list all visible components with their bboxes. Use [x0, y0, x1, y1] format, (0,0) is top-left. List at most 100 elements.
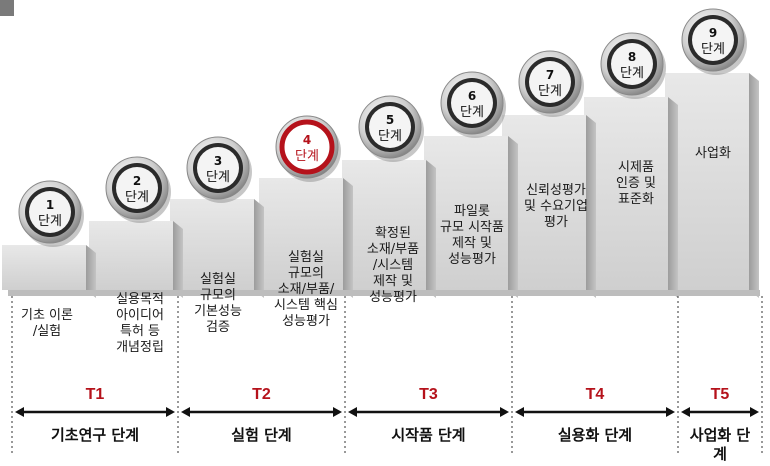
- description-line: 소재/부품: [366, 242, 420, 257]
- description-line: 성능평가: [369, 290, 417, 305]
- description-line: 실험실: [288, 250, 324, 265]
- description-line: 실험실: [200, 272, 236, 287]
- stair-side: [668, 97, 678, 298]
- description-line: 제작 및: [451, 236, 492, 251]
- description-line: 파일롯: [454, 204, 490, 219]
- arrow-head-right: [500, 407, 509, 417]
- description-line: 검증: [206, 320, 230, 335]
- step-number: 7: [546, 68, 554, 82]
- step-unit: 단계: [538, 84, 562, 99]
- step-unit: 단계: [295, 149, 319, 164]
- step-circle-7: 7 단계: [518, 50, 584, 117]
- circle-core: [692, 19, 734, 61]
- stair-step: [584, 97, 668, 290]
- description-line: 사업화: [695, 146, 731, 161]
- circle-core: [369, 106, 411, 148]
- step-unit: 단계: [125, 190, 149, 205]
- step-number: 6: [468, 89, 476, 103]
- circle-core: [197, 147, 239, 189]
- arrow-head-right: [333, 407, 342, 417]
- description-line: 신뢰성평가: [526, 183, 586, 198]
- phase-code-t5: T5: [710, 386, 730, 403]
- description-line: 아이디어: [116, 308, 164, 323]
- description-line: 표준화: [618, 192, 654, 207]
- step-unit: 단계: [620, 66, 644, 81]
- description-line: 규모 시작품: [440, 220, 504, 235]
- circle-core: [611, 43, 653, 85]
- description-line: 시스템 핵심: [274, 298, 338, 313]
- step-circle-4: 4 단계: [275, 115, 341, 182]
- step-number: 2: [133, 174, 141, 188]
- arrow-head-right: [666, 407, 675, 417]
- step-unit: 단계: [38, 214, 62, 229]
- description-line: 개념정립: [116, 340, 164, 355]
- description-line: 확정된: [375, 226, 411, 241]
- corner-marker: [0, 0, 14, 16]
- step-number: 3: [214, 154, 222, 168]
- arrow-head-left: [181, 407, 190, 417]
- step-circle-5: 5단계: [358, 95, 424, 162]
- stair-step: [424, 136, 508, 290]
- description-line: 및 수요기업: [524, 199, 588, 214]
- description-line: 제작 및: [372, 274, 413, 289]
- step-number: 8: [628, 50, 636, 64]
- stair-side: [86, 245, 96, 298]
- phase-name-t5: 사업화 단계: [689, 426, 751, 463]
- step-unit: 단계: [206, 170, 230, 185]
- stair-side: [343, 178, 353, 298]
- step-description-9: 사업화: [668, 146, 758, 162]
- stair-side: [749, 73, 759, 298]
- phase-name-t2: 실험 단계: [231, 426, 292, 444]
- circle-core: [529, 61, 571, 103]
- stair-step: [2, 245, 86, 290]
- stair-side: [254, 199, 264, 298]
- description-line: 특허 등: [119, 324, 160, 339]
- description-line: 기초 이론: [21, 308, 73, 323]
- description-line: 인증 및: [615, 176, 656, 191]
- stair-step: [665, 73, 749, 290]
- stair-side: [586, 115, 596, 298]
- stair-side: [426, 160, 436, 298]
- step-unit: 단계: [701, 42, 725, 57]
- arrow-head-left: [515, 407, 524, 417]
- arrow-head-left: [348, 407, 357, 417]
- circle-core: [116, 167, 158, 209]
- arrow-head-right: [750, 407, 759, 417]
- step-circle-3: 3 단계: [186, 136, 252, 203]
- step-number: 4: [303, 133, 311, 147]
- step-circle-1: 1 단계: [18, 180, 84, 247]
- phase-code-t1: T1: [85, 386, 105, 403]
- stair-step: [89, 221, 173, 290]
- description-line: /시스템: [372, 258, 414, 273]
- stair-step: [170, 199, 254, 290]
- step-circle-2: 2 단계: [105, 156, 171, 223]
- description-line: 성능평가: [448, 252, 496, 267]
- phase-code-t4: T4: [585, 386, 605, 403]
- step-number: 1: [46, 198, 54, 212]
- arrow-head-right: [166, 407, 175, 417]
- description-line: 성능평가: [282, 314, 330, 329]
- step-unit: 단계: [378, 129, 402, 144]
- arrow-head-left: [681, 407, 690, 417]
- circle-core: [451, 82, 493, 124]
- description-line: 기본성능: [194, 304, 242, 319]
- description-line: 평가: [544, 215, 568, 230]
- description-line: 규모의: [200, 288, 236, 303]
- phase-name-t4: 실용화 단계: [557, 426, 633, 444]
- circle-core: [279, 119, 335, 175]
- description-line: 실용목적: [116, 292, 164, 307]
- description-line: /실험: [32, 324, 62, 339]
- arrow-head-left: [15, 407, 24, 417]
- stair-step: [259, 178, 343, 290]
- stair-floor: [8, 290, 760, 296]
- phase-name-t3: 시작품 단계: [391, 426, 466, 444]
- step-circle-6: 6단계: [440, 71, 506, 138]
